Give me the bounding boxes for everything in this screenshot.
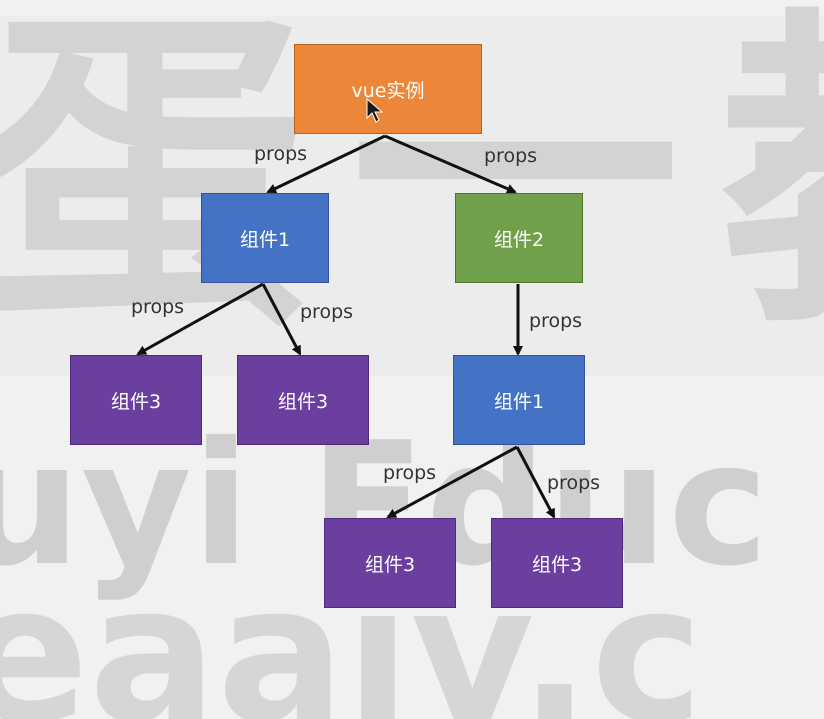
component2-label: 组件2 — [493, 228, 545, 251]
component3-node[interactable]: 组件3 — [237, 355, 369, 445]
props-label: props — [131, 296, 185, 318]
component1-label: 组件1 — [493, 390, 545, 413]
edge-root-to-component2 — [384, 134, 517, 194]
props-label: props — [529, 310, 583, 332]
props-label: props — [300, 301, 354, 323]
props-label: props — [484, 145, 538, 167]
component2-node[interactable]: 组件2 — [455, 193, 583, 283]
component3-label: 组件3 — [531, 553, 583, 576]
component1-label: 组件1 — [239, 228, 291, 251]
component3-label: 组件3 — [277, 390, 329, 413]
component3-node[interactable]: 组件3 — [324, 518, 456, 608]
vue-instance-node[interactable]: vue实例 — [294, 44, 482, 134]
edge-component1-to-component3-bottom-right — [515, 446, 556, 519]
props-label: props — [547, 472, 601, 494]
edge-component1-to-component3-bottom-left — [386, 445, 518, 519]
vue-instance-label: vue实例 — [351, 79, 425, 102]
edge-component1-to-component3-left — [136, 282, 264, 356]
component3-node[interactable]: 组件3 — [70, 355, 202, 445]
component3-label: 组件3 — [364, 553, 416, 576]
mouse-cursor-icon — [366, 98, 384, 123]
edge-root-to-component1 — [266, 134, 386, 194]
component3-label: 组件3 — [110, 390, 162, 413]
component1-node[interactable]: 组件1 — [201, 193, 329, 283]
component1-node[interactable]: 组件1 — [453, 355, 585, 445]
props-label: props — [254, 143, 308, 165]
edge-component1-to-component3-right — [261, 283, 302, 356]
component3-node[interactable]: 组件3 — [491, 518, 623, 608]
props-label: props — [383, 462, 437, 484]
